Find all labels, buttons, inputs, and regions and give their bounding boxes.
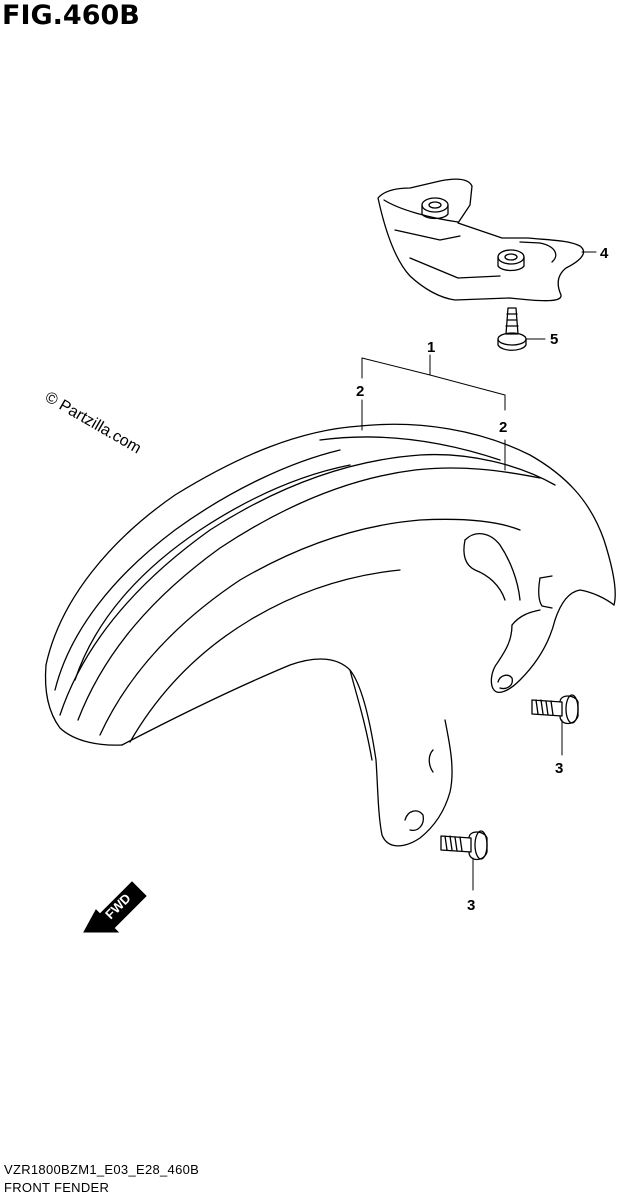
bracket-nut-left (421, 197, 449, 220)
diagram-code: VZR1800BZM1_E03_E28_460B (4, 1162, 200, 1177)
callout-1: 1 (427, 339, 435, 356)
callout-4: 4 (600, 245, 609, 262)
fwd-arrow-icon: FWD (83, 881, 147, 933)
bracket-plate[interactable] (377, 178, 585, 302)
front-fender[interactable] (44, 423, 616, 847)
watermark: © Partzilla.com (42, 389, 144, 458)
callout-5: 5 (550, 331, 558, 348)
callout-2-left: 2 (356, 383, 364, 400)
bolt-upper[interactable] (531, 694, 579, 725)
leader-lines (361, 251, 597, 891)
diagram-name: FRONT FENDER (4, 1180, 110, 1195)
bolt-lower[interactable] (440, 830, 488, 861)
tapping-screw[interactable] (497, 307, 527, 351)
callout-3-lower: 3 (467, 897, 475, 914)
callout-3-upper: 3 (555, 760, 563, 777)
callout-2-right: 2 (499, 419, 507, 436)
figure-title: FIG.460B (2, 0, 140, 31)
bracket-nut-right (497, 249, 525, 272)
